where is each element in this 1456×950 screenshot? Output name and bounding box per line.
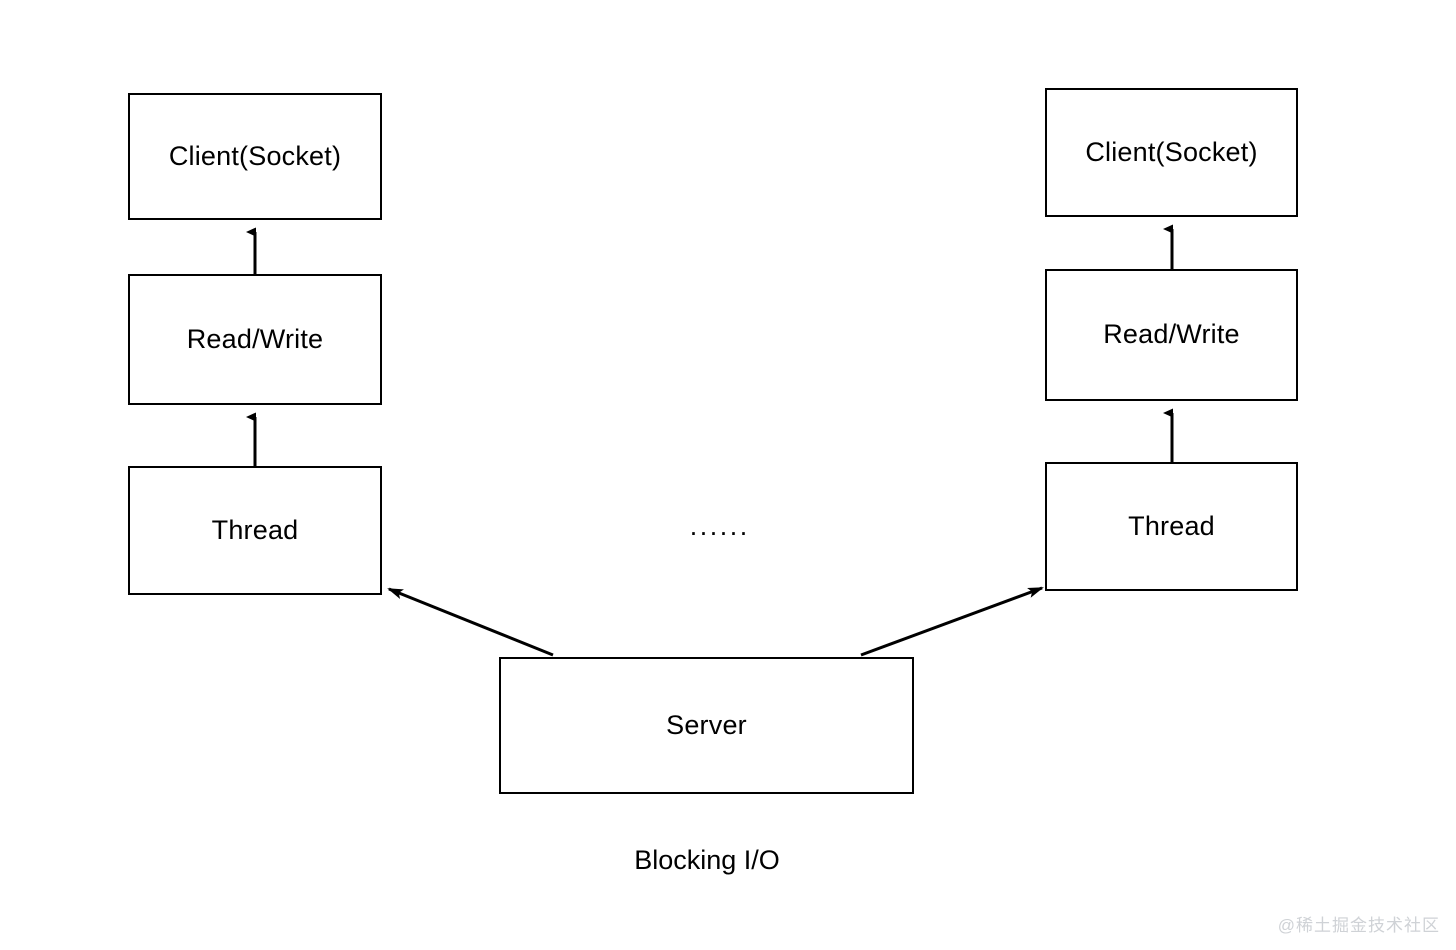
edge-server-to-thread-left [387, 587, 554, 657]
node-label: Thread [211, 514, 299, 545]
diagram-caption: Blocking I/O [634, 845, 780, 875]
node-thread-left[interactable]: Thread [128, 466, 382, 595]
node-label: Client(Socket) [1085, 136, 1258, 167]
node-read-write-right[interactable]: Read/Write [1045, 269, 1298, 401]
edge-server-to-thread-right [860, 586, 1044, 657]
node-label: Read/Write [1103, 319, 1240, 350]
node-label: Client(Socket) [168, 140, 342, 171]
node-thread-right[interactable]: Thread [1045, 462, 1298, 591]
node-label: Server [666, 709, 747, 740]
node-read-write-left[interactable]: Read/Write [128, 274, 382, 405]
node-client-socket-right[interactable]: Client(Socket) [1045, 88, 1298, 217]
node-label: Read/Write [186, 323, 324, 354]
watermark: @稀土掘金技术社区 [1277, 916, 1440, 935]
node-label: Thread [1128, 510, 1215, 541]
ellipsis-more-clients: ······ [689, 516, 749, 547]
node-client-socket-left[interactable]: Client(Socket) [128, 93, 382, 220]
node-server[interactable]: Server [499, 657, 914, 794]
